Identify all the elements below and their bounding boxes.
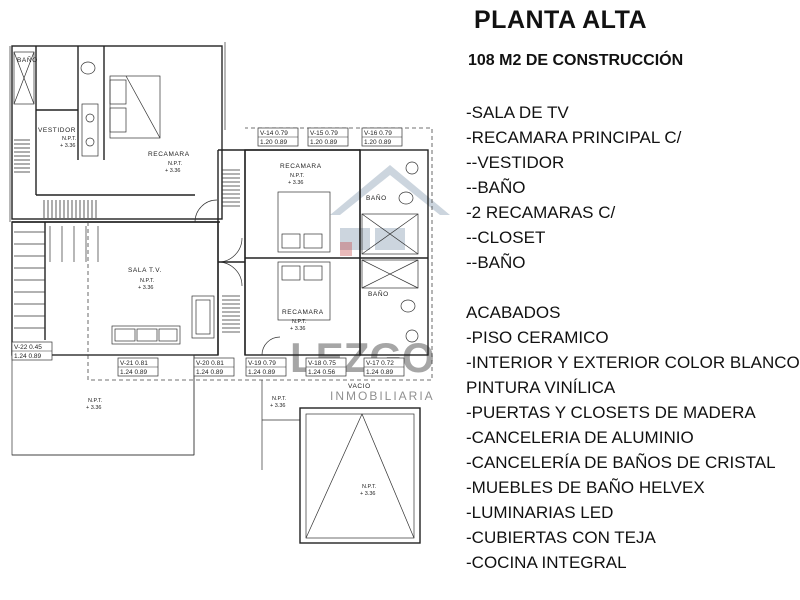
spaces-list: -SALA DE TV -RECAMARA PRINCIPAL C/ --VES… [466, 100, 681, 275]
finishes-item: -PUERTAS Y CLOSETS DE MADERA [466, 403, 756, 422]
window-tag: V-18 0.75 1.24 0.56 [305, 357, 347, 377]
finishes-item: PINTURA VINÍLICA [466, 378, 616, 397]
secondary-bedrooms: RECAMARA N.P.T. + 3.36 RECAMARA N.P.T. +… [244, 149, 361, 356]
finishes-item: -MUEBLES DE BAÑO HELVEX [466, 478, 705, 497]
window-code: V-17 0.72 [366, 360, 394, 367]
window-code: V-21 0.81 [120, 360, 148, 367]
window-dimensions: 1.24 0.89 [366, 369, 393, 376]
finishes-item: -PISO CERAMICO [466, 328, 609, 347]
svg-text:N.P.T.: N.P.T. [272, 396, 287, 402]
spaces-item: --BAÑO [466, 253, 526, 272]
window-code: V-22 0.45 [14, 344, 42, 351]
window-tag: V-14 0.79 1.20 0.89 [257, 127, 299, 147]
finishes-item: -CUBIERTAS CON TEJA [466, 528, 656, 547]
svg-text:+ 3.36: + 3.36 [290, 326, 305, 332]
room-label-bano-2: BAÑO [368, 289, 389, 298]
room-label-vestidor: VESTIDOR [38, 127, 76, 134]
window-dimensions: 1.24 0.89 [120, 369, 147, 376]
room-label-vacio: VACIO [348, 383, 371, 390]
window-dimensions: 1.20 0.89 [364, 139, 391, 146]
svg-text:N.P.T.: N.P.T. [362, 484, 377, 490]
svg-text:N.P.T.: N.P.T. [292, 319, 307, 325]
window-dimensions: 1.20 0.89 [310, 139, 337, 146]
window-tag: V-15 0.79 1.20 0.89 [307, 127, 349, 147]
svg-text:N.P.T.: N.P.T. [168, 161, 183, 167]
spaces-item: -SALA DE TV [466, 103, 569, 122]
finishes-item: -CANCELERIA DE ALUMINIO [466, 428, 694, 447]
window-tag: V-19 0.79 1.24 0.89 [245, 357, 287, 377]
room-label-recamara-2: RECAMARA [282, 309, 324, 316]
svg-text:+ 3.36: + 3.36 [138, 285, 153, 291]
window-tag: V-17 0.72 1.24 0.89 [363, 357, 405, 377]
svg-text:+ 3.36: + 3.36 [360, 491, 375, 497]
window-code: V-18 0.75 [308, 360, 336, 367]
window-dimensions: 1.24 0.89 [196, 369, 223, 376]
window-tag: V-16 0.79 1.20 0.89 [361, 127, 403, 147]
svg-text:N.P.T.: N.P.T. [88, 398, 103, 404]
window-code: V-15 0.79 [310, 130, 338, 137]
construction-area: 108 M2 DE CONSTRUCCIÓN [468, 52, 684, 69]
watermark-subtext: INMOBILIARIA [330, 389, 435, 403]
spaces-item: -RECAMARA PRINCIPAL C/ [466, 128, 682, 147]
window-code: V-16 0.79 [364, 130, 392, 137]
walk-in-closet: VESTIDOR N.P.T. + 3.36 [14, 127, 97, 218]
room-label-recamara-principal: RECAMARA [148, 151, 190, 158]
room-label-bano-principal: BAÑO [17, 55, 38, 64]
finishes-item: -CANCELERÍA DE BAÑOS DE CRISTAL [466, 453, 776, 472]
watermark-logo: LEZGO INMOBILIARIA [290, 165, 450, 403]
svg-text:N.P.T.: N.P.T. [140, 278, 155, 284]
window-dimensions: 1.24 0.89 [14, 353, 41, 360]
svg-text:N.P.T.: N.P.T. [290, 173, 305, 179]
window-tags: V-14 0.791.20 0.89V-15 0.791.20 0.89V-16… [11, 127, 405, 377]
svg-text:+ 3.36: + 3.36 [288, 180, 303, 186]
void-area: VACIO N.P.T. + 3.36 [299, 383, 421, 544]
spaces-item: --CLOSET [466, 228, 546, 247]
svg-text:N.P.T.: N.P.T. [62, 136, 77, 142]
room-label-recamara-1: RECAMARA [280, 163, 322, 170]
master-bathroom: BAÑO [13, 51, 99, 157]
secondary-bathrooms: BAÑO BAÑO [359, 149, 429, 356]
window-code: V-14 0.79 [260, 130, 288, 137]
finishes-list: -PISO CERAMICO -INTERIOR Y EXTERIOR COLO… [466, 325, 800, 575]
tv-room: SALA T.V. N.P.T. + 3.36 [11, 221, 219, 356]
finishes-heading: ACABADOS [466, 303, 561, 322]
finishes-item: -LUMINARIAS LED [466, 503, 614, 522]
master-bedroom: RECAMARA N.P.T. + 3.36 [109, 75, 218, 223]
finishes-item: -INTERIOR Y EXTERIOR COLOR BLANCO [466, 353, 800, 372]
spaces-item: --VESTIDOR [466, 153, 565, 172]
page-title: PLANTA ALTA [474, 6, 648, 34]
floor-plan-drawing: LEZGO INMOBILIARIA BAÑO VESTIDOR N.P.T. … [9, 42, 450, 544]
svg-text:+ 3.36: + 3.36 [165, 168, 180, 174]
window-code: V-19 0.79 [248, 360, 276, 367]
svg-text:+ 3.36: + 3.36 [60, 143, 75, 149]
window-tag: V-22 0.45 1.24 0.89 [11, 341, 53, 361]
svg-text:+ 3.36: + 3.36 [86, 405, 101, 411]
window-dimensions: 1.24 0.89 [248, 369, 275, 376]
spaces-item: -2 RECAMARAS C/ [466, 203, 616, 222]
spaces-item: --BAÑO [466, 178, 526, 197]
window-tag: V-20 0.81 1.24 0.89 [193, 357, 235, 377]
window-tag: V-21 0.81 1.24 0.89 [117, 357, 159, 377]
window-code: V-20 0.81 [196, 360, 224, 367]
svg-text:+ 3.36: + 3.36 [270, 403, 285, 409]
window-dimensions: 1.24 0.56 [308, 369, 335, 376]
room-label-bano-1: BAÑO [366, 193, 387, 202]
finishes-item: -COCINA INTEGRAL [466, 553, 627, 572]
window-dimensions: 1.20 0.89 [260, 139, 287, 146]
room-label-sala-tv: SALA T.V. [128, 267, 162, 274]
